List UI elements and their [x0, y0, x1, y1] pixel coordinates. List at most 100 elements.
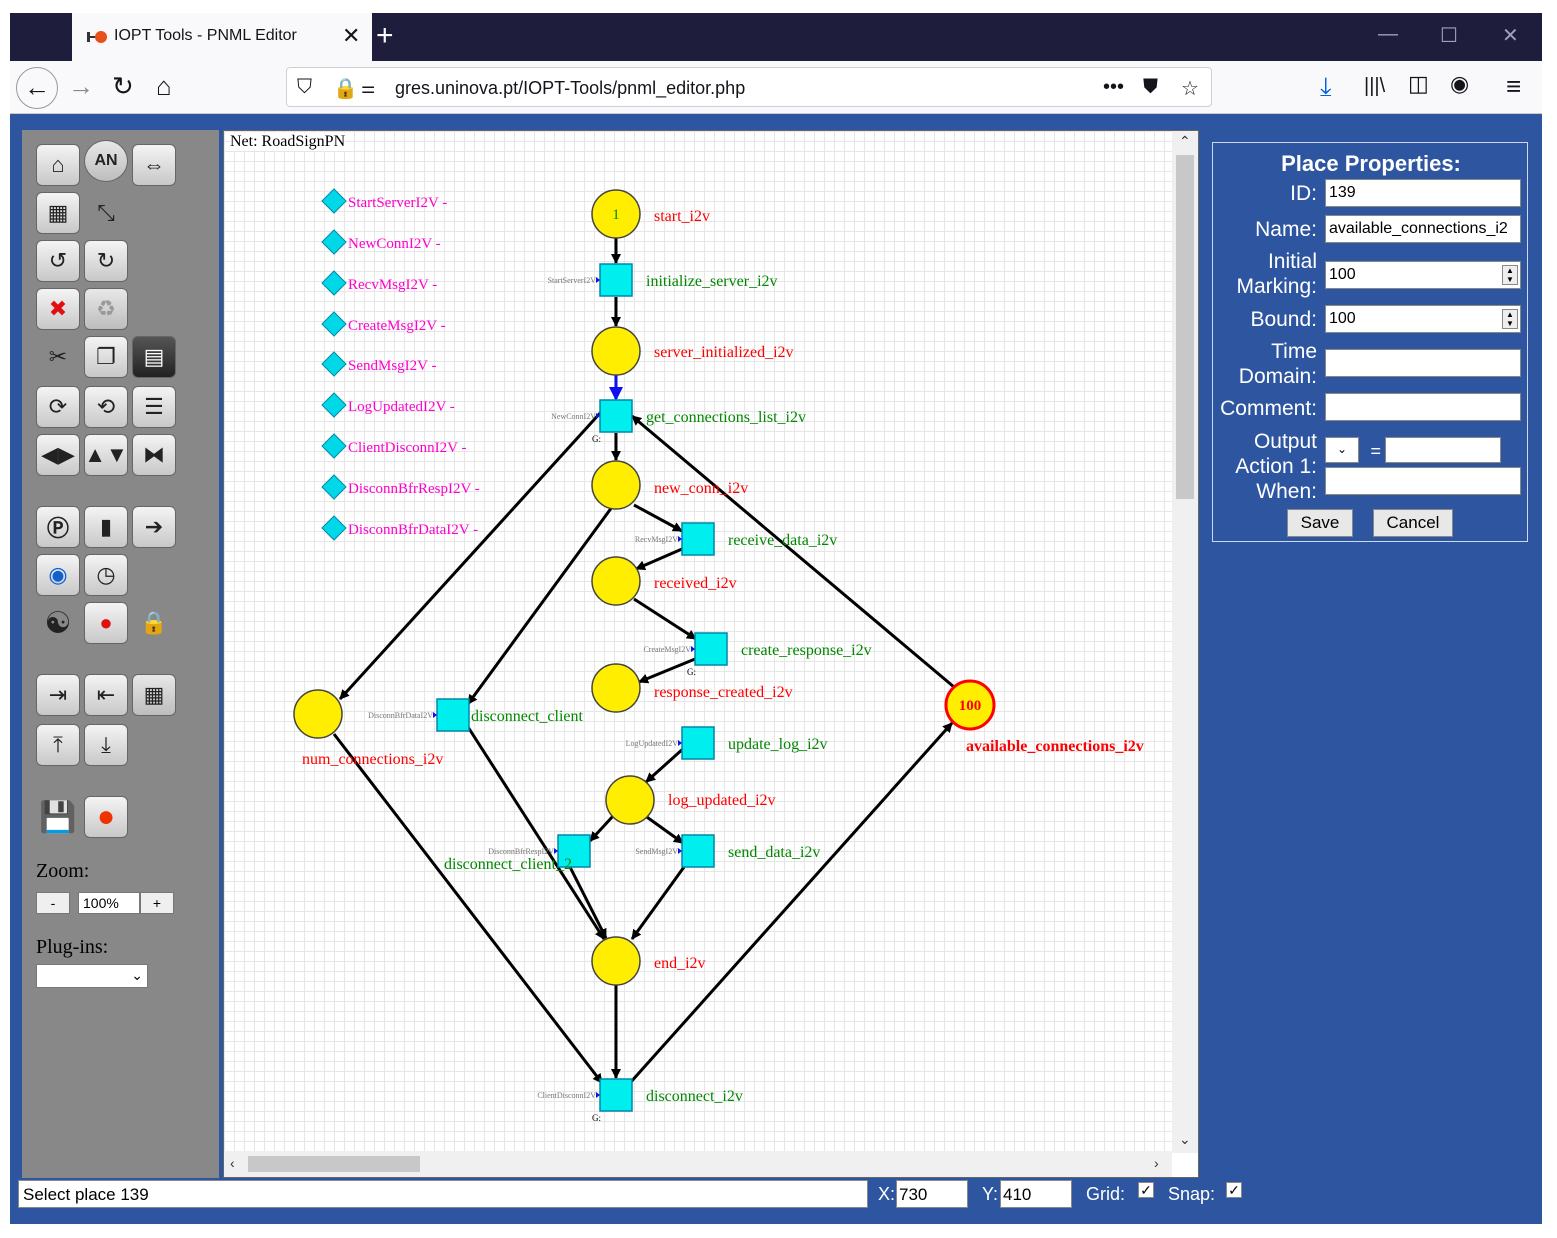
resize-horizontal-icon[interactable]: ⇔: [132, 144, 176, 186]
net-canvas-viewport[interactable]: StartServerI2V -NewConnI2V -RecvMsgI2V -…: [223, 130, 1199, 1178]
zoom-out-button[interactable]: -: [36, 892, 70, 914]
bound-field[interactable]: 100 ▲▼: [1325, 305, 1521, 333]
comment-field[interactable]: [1325, 393, 1521, 421]
yin-yang-tool-icon[interactable]: ☯: [44, 606, 72, 640]
arc-arrow[interactable]: [568, 866, 608, 939]
back-icon[interactable]: ←: [16, 67, 58, 109]
download-icon[interactable]: ⤓: [1320, 71, 1332, 101]
flip-vertical-icon[interactable]: ▲▼: [84, 434, 128, 476]
input-signal-diamond[interactable]: [321, 351, 347, 377]
maximize-icon[interactable]: ☐: [1440, 25, 1458, 47]
output-event-icon[interactable]: ⤓: [84, 724, 128, 766]
scroll-left-icon[interactable]: ‹: [230, 1155, 235, 1171]
grid-checkbox[interactable]: ✓: [1138, 1182, 1154, 1198]
minimize-icon[interactable]: —: [1378, 23, 1398, 45]
save-disk-icon[interactable]: 💾: [39, 800, 77, 834]
transition-box[interactable]: [694, 632, 728, 666]
input-signal-diamond[interactable]: [321, 311, 347, 337]
input-event-icon[interactable]: ⤒: [36, 724, 80, 766]
output-signal-icon[interactable]: ⇤: [84, 674, 128, 716]
name-field[interactable]: available_connections_i2: [1325, 215, 1521, 243]
petri-net-diagram[interactable]: StartServerI2V -NewConnI2V -RecvMsgI2V -…: [224, 131, 1172, 1153]
arc-arrow[interactable]: [643, 813, 684, 845]
flip-horizontal-icon[interactable]: ◀▶: [36, 434, 80, 476]
horizontal-scroll-thumb[interactable]: [248, 1156, 420, 1172]
arc-arrow[interactable]: [628, 721, 954, 1085]
input-signal-icon[interactable]: ⇥: [36, 674, 80, 716]
transition-box[interactable]: [599, 399, 633, 433]
record-tool-icon[interactable]: ●: [84, 602, 128, 644]
save-button[interactable]: Save: [1287, 509, 1353, 537]
y-coordinate-field[interactable]: 410: [1000, 1180, 1072, 1208]
transition-box[interactable]: [599, 263, 633, 297]
grid-tool-icon[interactable]: ▦: [36, 192, 80, 234]
scroll-up-icon[interactable]: ⌃: [1179, 133, 1191, 149]
arc-arrow[interactable]: [635, 547, 683, 571]
snap-checkbox[interactable]: ✓: [1226, 1182, 1242, 1198]
transition-tool-icon[interactable]: ▮: [84, 506, 128, 548]
input-signal-diamond[interactable]: [321, 270, 347, 296]
transition-box[interactable]: [681, 522, 715, 556]
new-tab-icon[interactable]: +: [376, 19, 394, 52]
lock-icon[interactable]: 🔒: [140, 610, 168, 635]
transition-box[interactable]: [681, 726, 715, 760]
paste-icon[interactable]: ▤: [132, 336, 176, 378]
arc-arrow[interactable]: [466, 726, 606, 940]
input-signal-diamond[interactable]: [321, 229, 347, 255]
annotation-tool-icon[interactable]: AN: [84, 140, 128, 182]
vertical-scrollbar[interactable]: ⌃ ⌄: [1172, 131, 1198, 1153]
menu-icon[interactable]: ≡: [1506, 71, 1522, 101]
page-actions-icon[interactable]: •••: [1103, 76, 1125, 98]
arc-arrow[interactable]: [631, 414, 955, 689]
permissions-icon[interactable]: ⚌: [361, 80, 376, 97]
undo-icon[interactable]: ↺: [36, 240, 80, 282]
time-domain-field[interactable]: [1325, 349, 1521, 377]
close-tab-icon[interactable]: ✕: [342, 23, 361, 48]
url-bar[interactable]: ⛉ 🔒 ⚌ gres.uninova.pt/IOPT-Tools/pnml_ed…: [286, 67, 1212, 107]
place-circle[interactable]: [591, 189, 641, 239]
shield-icon[interactable]: ⛉: [297, 76, 312, 98]
place-circle[interactable]: [591, 663, 641, 713]
rotate-right-icon[interactable]: ⟳: [36, 386, 80, 428]
pocket-icon[interactable]: ⛊: [1143, 76, 1158, 98]
layers-icon[interactable]: ☰: [132, 386, 176, 428]
url-text[interactable]: gres.uninova.pt/IOPT-Tools/pnml_editor.p…: [395, 78, 746, 98]
net-canvas[interactable]: StartServerI2V -NewConnI2V -RecvMsgI2V -…: [224, 131, 1172, 1153]
reload-icon[interactable]: ↻: [112, 71, 134, 101]
bookmark-star-icon[interactable]: ☆: [1181, 78, 1199, 100]
scroll-down-icon[interactable]: ⌄: [1179, 1131, 1191, 1147]
input-signal-diamond[interactable]: [321, 188, 347, 214]
arc-arrow[interactable]: [588, 813, 616, 843]
when-field[interactable]: [1325, 467, 1521, 495]
input-signal-diamond[interactable]: [321, 392, 347, 418]
scroll-right-icon[interactable]: ›: [1154, 1155, 1159, 1171]
arc-arrow[interactable]: [338, 409, 604, 701]
id-field[interactable]: 139: [1325, 179, 1521, 207]
calculator-icon[interactable]: ▦: [132, 674, 176, 716]
cancel-button[interactable]: Cancel: [1373, 509, 1453, 537]
zoom-value-input[interactable]: 100%: [78, 892, 140, 914]
simulation-tool-icon[interactable]: ◉: [36, 554, 80, 596]
initial-marking-field[interactable]: 100 ▲▼: [1325, 261, 1521, 289]
recycle-bin-icon[interactable]: ♻: [84, 288, 128, 330]
arc-tool-icon[interactable]: ➔: [132, 506, 176, 548]
vertical-scroll-thumb[interactable]: [1176, 155, 1194, 499]
timer-tool-icon[interactable]: ◷: [84, 554, 128, 596]
x-coordinate-field[interactable]: 730: [896, 1180, 968, 1208]
copy-icon[interactable]: ❐: [84, 336, 128, 378]
delete-icon[interactable]: ✖: [36, 288, 80, 330]
home-tool-icon[interactable]: ⌂: [36, 144, 80, 186]
sidebar-icon[interactable]: ◫: [1408, 71, 1429, 96]
collapse-icon[interactable]: ⧓: [132, 434, 176, 476]
spinner-icon[interactable]: ▲▼: [1502, 309, 1518, 329]
account-icon[interactable]: ◉: [1450, 71, 1470, 96]
arc-arrow[interactable]: [638, 657, 696, 684]
run-icon[interactable]: ●: [84, 796, 128, 838]
transition-box[interactable]: [557, 834, 591, 868]
place-tool-icon[interactable]: Ⓟ: [36, 506, 80, 548]
transition-box[interactable]: [436, 698, 470, 732]
insecure-lock-icon[interactable]: 🔒: [333, 78, 358, 100]
output-signal-select[interactable]: ⌄: [1325, 437, 1359, 463]
arc-arrow[interactable]: [630, 866, 686, 940]
place-circle[interactable]: [605, 775, 655, 825]
